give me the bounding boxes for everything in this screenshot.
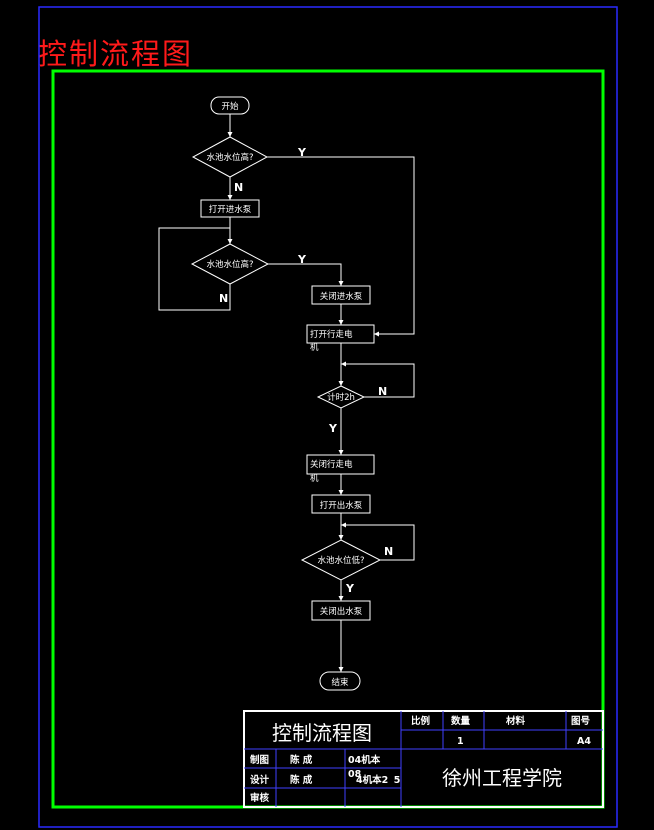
d1-yes-label: Y [297, 146, 307, 159]
close-inlet-pump-box [311, 285, 371, 305]
design-class-extra: 08 [348, 769, 362, 780]
close-outlet-pump-box [311, 600, 371, 621]
decision-water-high-2 [190, 243, 270, 285]
title-block-drawing-title: 控制流程图 [272, 721, 372, 745]
timer-yes-label: Y [328, 422, 338, 435]
decision-water-low [300, 539, 382, 581]
design-class-suffix: 5 [394, 775, 401, 786]
school-name: 徐州工程学院 [442, 766, 562, 790]
quantity-value: 1 [457, 736, 464, 747]
close-motor-box [306, 454, 375, 475]
d2-no-label: N [219, 292, 228, 305]
quantity-label: 数量 [450, 715, 471, 727]
drawing-heading: 控制流程图 [38, 37, 194, 71]
start-label: 开始 [221, 101, 239, 112]
d3-yes-label: Y [345, 582, 355, 595]
decision1-label: 水池水位高? [206, 152, 253, 163]
open-motor-label-2: 机 [310, 342, 319, 353]
d1-no-label: N [234, 181, 243, 194]
inner-border [51, 69, 605, 809]
decision-water-high-1 [191, 136, 269, 178]
flow-connectors [158, 114, 415, 672]
close-motor-label-2: 机 [310, 473, 319, 484]
review-label: 审核 [250, 792, 270, 804]
d2-yes-label: Y [297, 253, 307, 266]
d3-no-label: N [384, 545, 393, 558]
open-outlet-pump-box [311, 494, 371, 514]
end-label: 结束 [331, 677, 349, 688]
scale-label: 比例 [411, 715, 430, 727]
open-inlet-pump-box [200, 199, 260, 218]
timer-label: 计时2h [327, 392, 355, 403]
start-terminal [210, 96, 250, 115]
drawn-by-label: 制图 [250, 754, 269, 766]
open-motor-box [306, 324, 375, 344]
decision2-label: 水池水位高? [206, 259, 253, 270]
timer-no-label: N [378, 385, 387, 398]
outer-border [38, 6, 618, 828]
close-motor-label-1: 关闭行走电 [310, 459, 353, 470]
open-inlet-label: 打开进水泵 [209, 204, 252, 215]
decision3-label: 水池水位低? [317, 555, 364, 566]
open-motor-label-1: 打开行走电 [310, 329, 353, 340]
close-outlet-label: 关闭出水泵 [320, 606, 363, 617]
drawing-no-label: 图号 [571, 716, 591, 727]
design-label: 设计 [250, 774, 270, 786]
drawn-by-name: 陈 成 [290, 754, 313, 766]
end-terminal [319, 671, 361, 691]
material-label: 材料 [505, 715, 526, 727]
timer-decision [316, 385, 366, 409]
open-outlet-label: 打开出水泵 [320, 500, 363, 511]
title-block: 控制流程图 比例 数量 材料 图号 1 A4 制图 设计 审核 陈 成 陈 成 … [243, 710, 604, 808]
drawing-no-value: A4 [577, 736, 591, 747]
drawn-class: 04机本 [348, 754, 381, 766]
close-inlet-label: 关闭进水泵 [320, 291, 363, 302]
design-name: 陈 成 [290, 774, 313, 786]
design-class: 4机本2 [356, 774, 388, 786]
